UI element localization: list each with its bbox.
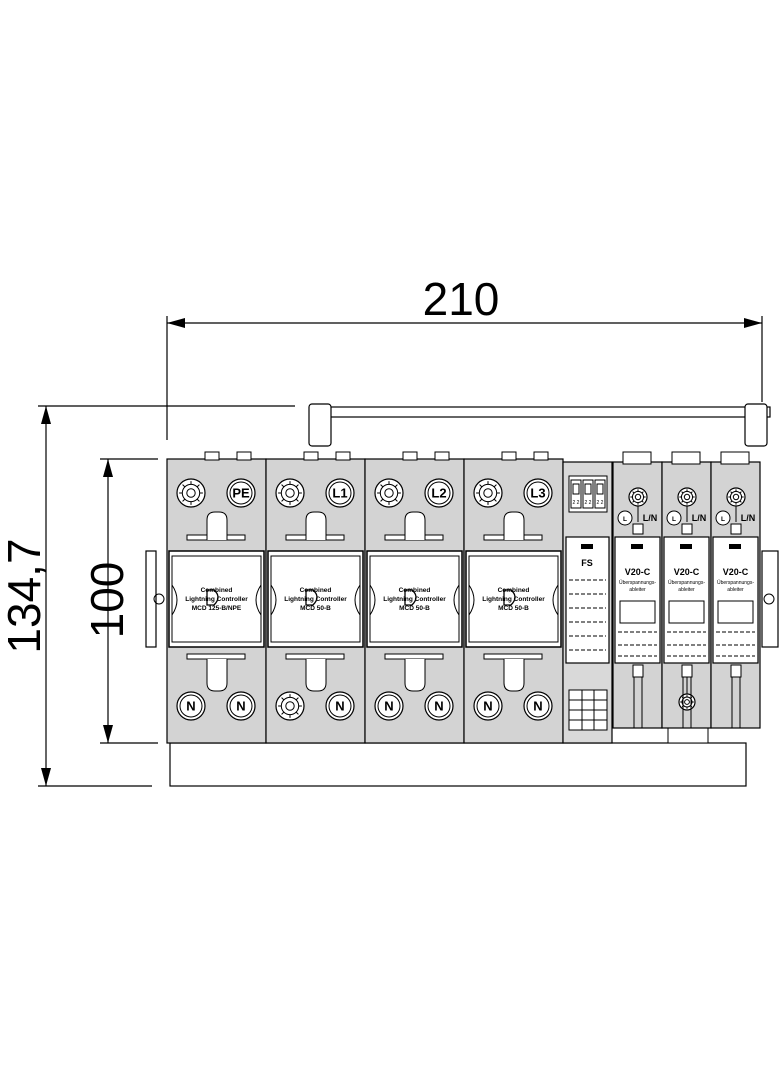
v20-window: [619, 600, 656, 624]
v20-sub-label: ableiter: [678, 587, 695, 593]
v20-top-left-label: L: [623, 516, 627, 523]
terminal-label: N: [533, 699, 542, 714]
module-label-line: Combined: [399, 587, 431, 594]
v20-top-right-label: L/N: [643, 513, 658, 523]
terminal-label: L3: [530, 486, 545, 501]
terminal-icon: [226, 478, 256, 508]
terminal-label: N: [335, 699, 344, 714]
fs-contact-label: 2 2: [585, 500, 592, 506]
module-label-line: Combined: [498, 587, 530, 594]
dimension-total-height: 134,7: [0, 405, 295, 787]
v20-cartridge: [614, 536, 661, 664]
v20-modules: L L/N V20-C Überspannungs-ableiter L L/N V20-C…: [612, 451, 761, 729]
v20-cartridge: [712, 536, 759, 664]
terminal-icon: [325, 478, 355, 508]
v20-label: V20-C: [723, 567, 749, 577]
v20-top-left-label: L: [721, 516, 725, 523]
terminal-label: N: [186, 699, 195, 714]
terminal-icon: [325, 691, 355, 721]
terminal-icon: [473, 691, 503, 721]
din-rail: [145, 550, 779, 648]
v20-label: V20-C: [625, 567, 651, 577]
terminal-label: L2: [431, 486, 446, 501]
v20-sub-label: ableiter: [629, 587, 646, 593]
terminal-label: N: [483, 699, 492, 714]
module-label-line: Lightning Controller: [185, 596, 248, 603]
terminal-label: L1: [332, 486, 347, 501]
v20-window: [668, 600, 705, 624]
top-busbar: [308, 403, 771, 447]
module-label-line: MCD 50-B: [300, 605, 331, 612]
total-height-dimension-text: 134,7: [0, 538, 50, 653]
module-height-dimension-text: 100: [81, 562, 133, 639]
v20-module: L L/N V20-C Überspannungs-ableiter: [661, 451, 712, 729]
fs-contact-label: 2 2: [573, 500, 580, 506]
v20-sub-label: Überspannungs-: [668, 579, 705, 586]
module-label-line: Lightning Controller: [284, 596, 347, 603]
terminal-icon: [715, 510, 731, 526]
terminal-label: N: [236, 699, 245, 714]
fs-label: FS: [581, 558, 593, 568]
terminal-icon: [424, 691, 454, 721]
terminal-icon: [523, 478, 553, 508]
module-label-line: Combined: [300, 587, 332, 594]
terminal-icon: [374, 691, 404, 721]
v20-cartridge: [663, 536, 710, 664]
terminal-icon: [176, 691, 206, 721]
terminal-icon: [424, 478, 454, 508]
terminal-label: PE: [232, 486, 250, 501]
v20-window: [717, 600, 754, 624]
module-label-line: MCD 50-B: [399, 605, 430, 612]
base-plate: [169, 727, 747, 787]
v20-top-right-label: L/N: [741, 513, 756, 523]
v20-label: V20-C: [674, 567, 700, 577]
dimension-module-height: 100: [81, 458, 158, 744]
v20-module: L L/N V20-C Überspannungs-ableiter: [612, 451, 663, 729]
v20-module: L L/N V20-C Überspannungs-ableiter: [710, 451, 761, 729]
module-label-line: Lightning Controller: [482, 596, 545, 603]
terminal-icon: [523, 691, 553, 721]
fs-contact-label: 2 2: [597, 500, 604, 506]
module-label-line: MCD 50-B: [498, 605, 529, 612]
v20-top-left-label: L: [672, 516, 676, 523]
terminal-icon: [226, 691, 256, 721]
fs-module: 2 2 2 2 2 2 FS: [562, 461, 613, 744]
v20-sub-label: ableiter: [727, 587, 744, 593]
module-label-line: MCD 125-B/NPE: [192, 605, 242, 612]
terminal-label: N: [384, 699, 393, 714]
dimension-width: 210: [166, 273, 763, 440]
width-dimension-text: 210: [423, 273, 500, 325]
v20-sub-label: Überspannungs-: [619, 579, 656, 586]
v20-sub-label: Überspannungs-: [717, 579, 754, 586]
v20-top-right-label: L/N: [692, 513, 707, 523]
terminal-icon: [666, 510, 682, 526]
module-label-line: Combined: [201, 587, 233, 594]
module-label-line: Lightning Controller: [383, 596, 446, 603]
terminal-icon: [617, 510, 633, 526]
terminal-label: N: [434, 699, 443, 714]
